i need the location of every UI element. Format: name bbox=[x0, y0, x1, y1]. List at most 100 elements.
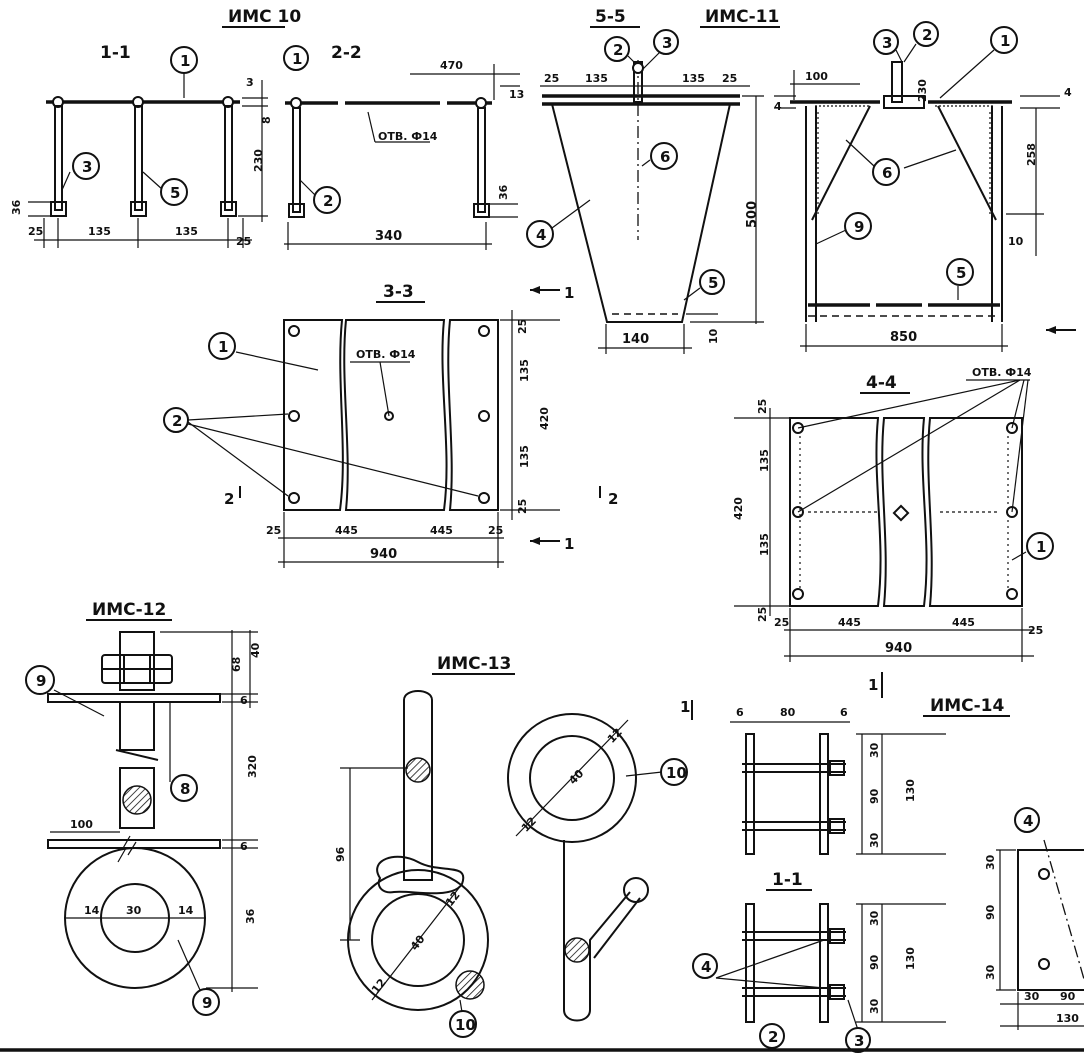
part-mark: 4 bbox=[701, 958, 711, 976]
dim-label: 445 bbox=[430, 524, 453, 537]
part-mark: 3 bbox=[82, 158, 92, 176]
dim-label: 445 bbox=[952, 616, 975, 629]
dim-label: 30 bbox=[868, 998, 881, 1014]
dim-label: 420 bbox=[538, 407, 551, 430]
cut-mark: 1 bbox=[680, 698, 690, 716]
cut-mark: 2 bbox=[224, 490, 234, 508]
dim-label: 445 bbox=[335, 524, 358, 537]
dim-label: 13 bbox=[509, 88, 524, 101]
cut-mark: 2 bbox=[608, 490, 618, 508]
section-label-3-3: 3-3 bbox=[383, 282, 414, 302]
dim-label: 90 bbox=[1060, 990, 1076, 1003]
dim-label: 36 bbox=[244, 908, 257, 924]
part-mark: 10 bbox=[666, 764, 687, 782]
imc11-view: 100 230 4 4 258 10 850 bbox=[774, 61, 1072, 352]
dim-label: 135 bbox=[518, 359, 531, 382]
imc14-views: 6 80 6 1 30 90 30 130 30 90 30 130 bbox=[680, 698, 946, 1031]
part-mark: 8 bbox=[180, 780, 190, 798]
title-imc14: ИМС-14 bbox=[930, 696, 1005, 716]
dim-label: 500 bbox=[745, 201, 760, 228]
dim-label: 25 bbox=[488, 524, 503, 537]
dim-label: 940 bbox=[885, 641, 912, 656]
title-imc12: ИМС-12 bbox=[92, 600, 166, 620]
cut-mark: 1 bbox=[868, 676, 878, 694]
section-4-4-plan: ОТВ. Ф14 25 135 420 135 25 25 445 445 25… bbox=[732, 326, 1076, 698]
part-mark: 2 bbox=[323, 192, 333, 210]
dim-label: 130 bbox=[1056, 1012, 1079, 1025]
dim-label: 6 bbox=[736, 706, 744, 719]
dim-label: 850 bbox=[890, 330, 917, 345]
dim-label: 6 bbox=[240, 840, 248, 853]
dim-label: 4 bbox=[1064, 86, 1072, 99]
dim-label: 135 bbox=[682, 72, 705, 85]
dim-label: 230 bbox=[916, 79, 929, 102]
cut-mark: 1 bbox=[564, 535, 574, 553]
hole-note: ОТВ. Ф14 bbox=[378, 130, 438, 143]
dim-label: 25 bbox=[236, 235, 251, 248]
part-mark: 3 bbox=[854, 1032, 864, 1050]
dim-label: 25 bbox=[756, 399, 769, 414]
imc10-section-1-1: 25 135 135 25 36 3 8 230 bbox=[10, 76, 273, 248]
dim-label: 10 bbox=[707, 328, 720, 344]
section-label-4-4: 4-4 bbox=[866, 373, 897, 393]
dim-label: 30 bbox=[868, 742, 881, 758]
part-mark: 3 bbox=[662, 34, 672, 52]
dim-label: 30 bbox=[984, 854, 997, 870]
dim-label: 420 bbox=[732, 497, 745, 520]
plate-view: 30 90 30 30 90 130 bbox=[984, 839, 1084, 1030]
dim-label: 130 bbox=[904, 947, 917, 970]
balloon-callouts: 1 1 3 5 2 2 3 6 4 5 3 2 1 bbox=[25, 21, 1054, 1053]
dim-label: 25 bbox=[544, 72, 559, 85]
part-mark: 2 bbox=[613, 41, 623, 59]
part-mark: 6 bbox=[882, 164, 892, 182]
title-imc11: ИМС-11 bbox=[705, 7, 779, 27]
part-mark: 10 bbox=[455, 1016, 476, 1034]
dim-label: 320 bbox=[246, 755, 259, 778]
imc12-view: 14 30 14 100 68 40 6 320 6 36 bbox=[47, 630, 262, 992]
dim-label: 135 bbox=[758, 449, 771, 472]
part-mark: 9 bbox=[854, 218, 864, 236]
dim-label: 135 bbox=[585, 72, 608, 85]
dim-label: 25 bbox=[516, 319, 529, 334]
section-label-2-2: 2-2 bbox=[331, 43, 362, 63]
dim-label: 340 bbox=[375, 229, 402, 244]
dim-label: 10 bbox=[1008, 235, 1024, 248]
dim-label: 470 bbox=[440, 59, 463, 72]
dim-label: 25 bbox=[1028, 624, 1043, 637]
dim-label: 90 bbox=[868, 788, 881, 804]
dim-label: 140 bbox=[622, 332, 649, 347]
dim-label: 25 bbox=[266, 524, 281, 537]
dim-label: 80 bbox=[780, 706, 796, 719]
dim-label: 12 bbox=[605, 726, 625, 746]
dim-label: 445 bbox=[838, 616, 861, 629]
imc13-views: 40 12 12 96 40 12 12 bbox=[334, 690, 649, 1022]
section-label-1-1-imc14: 1-1 bbox=[772, 870, 803, 890]
dim-label: 36 bbox=[497, 184, 510, 200]
title-imc13: ИМС-13 bbox=[437, 654, 511, 674]
dim-label: 135 bbox=[518, 445, 531, 468]
dim-label: 135 bbox=[88, 225, 111, 238]
dim-label: 100 bbox=[805, 70, 828, 83]
part-mark: 9 bbox=[36, 672, 46, 690]
dim-label: 14 bbox=[178, 904, 194, 917]
dim-label: 30 bbox=[868, 910, 881, 926]
section-3-3-plan: ОТВ. Ф14 25 135 420 135 25 25 445 445 25… bbox=[224, 284, 618, 568]
dim-label: 68 bbox=[230, 657, 243, 672]
hole-note: ОТВ. Ф14 bbox=[356, 348, 416, 361]
section-5-5: 25 135 135 25 500 140 10 bbox=[540, 60, 764, 354]
dim-label: 6 bbox=[240, 694, 248, 707]
dim-label: 14 bbox=[84, 904, 100, 917]
part-mark: 2 bbox=[922, 26, 932, 44]
part-mark: 6 bbox=[660, 148, 670, 166]
dim-label: 30 bbox=[984, 964, 997, 980]
part-mark: 1 bbox=[1036, 538, 1046, 556]
section-labels: 1-1 2-2 5-5 3-3 4-4 1-1 bbox=[100, 7, 910, 891]
dim-label: 130 bbox=[904, 779, 917, 802]
part-mark: 1 bbox=[180, 52, 190, 70]
dim-label: 8 bbox=[260, 116, 273, 124]
imc10-section-2-2: 340 470 13 36 ОТВ. Ф14 bbox=[284, 59, 524, 250]
dim-label: 30 bbox=[126, 904, 142, 917]
dim-label: 36 bbox=[10, 199, 23, 215]
part-mark: 1 bbox=[1000, 32, 1010, 50]
